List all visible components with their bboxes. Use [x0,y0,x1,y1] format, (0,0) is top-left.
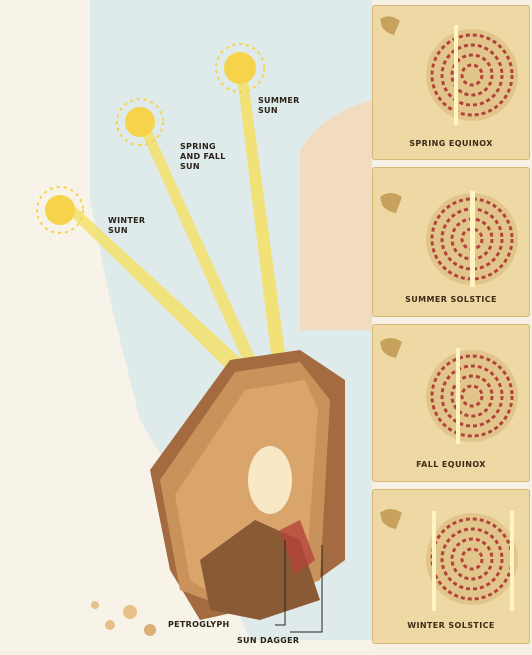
panel-winter-solstice: WINTER SOLSTICE [372,489,530,644]
spiral-petroglyph-icon [372,324,530,482]
summer-sun-label: SUMMER SUN [258,96,300,116]
panel-caption: SPRING EQUINOX [372,139,530,148]
petroglyph-label: PETROGLYPH [168,620,230,630]
panel-caption: FALL EQUINOX [372,460,530,469]
panel-caption: SUMMER SOLSTICE [372,295,530,304]
sun-dagger-label: SUN DAGGER [237,636,299,646]
panel-spring-equinox: SPRING EQUINOX [372,5,530,160]
winter-sun-label: WINTER SUN [108,216,145,236]
spring-fall-sun-label: SPRING AND FALL SUN [180,142,226,172]
panel-caption: WINTER SOLSTICE [372,621,530,630]
panel-summer-solstice: SUMMER SOLSTICE [372,167,530,317]
panel-fall-equinox: FALL EQUINOX [372,324,530,482]
spiral-petroglyph-icon [372,5,530,160]
